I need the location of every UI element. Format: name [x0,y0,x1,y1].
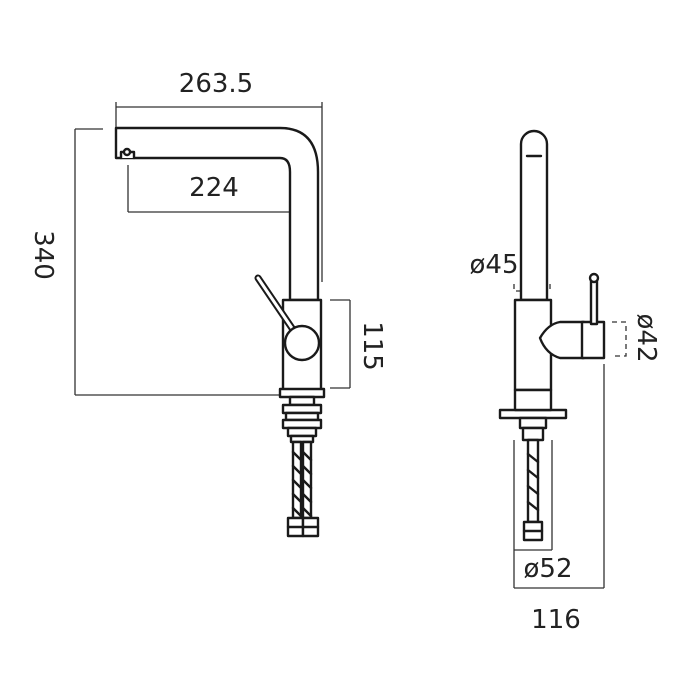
dimension-body-dia: ø42 [612,314,661,363]
side-tap-outline [498,129,606,542]
dim-label-dia-52: ø52 [524,554,573,584]
dim-label-dia-42: ø42 [631,314,661,363]
front-tap-outline [114,126,326,538]
side-lever-cap [580,320,606,360]
dim-label-224: 224 [189,173,239,203]
dimension-height: 340 [28,128,280,396]
side-spout [519,129,549,302]
supply-hoses [291,440,313,520]
spout [114,126,320,302]
dim-label-263-5: 263.5 [179,69,253,99]
dim-label-115: 115 [357,321,387,371]
lever-knob [283,324,321,362]
dimension-base-dia: ø52 [513,440,573,588]
dimension-spout-outlet: 224 [127,165,306,213]
side-view: ø45 ø42 ø52 116 [470,129,661,635]
dimension-body-height: 115 [330,299,387,389]
dim-label-340: 340 [28,230,58,280]
dimension-spout-dia: ø45 [470,250,551,292]
dimension-depth: 116 [514,364,605,635]
dim-label-116: 116 [531,605,581,635]
dim-label-dia-45: ø45 [470,250,519,280]
side-lever-stem [589,276,599,326]
dimension-spout-reach: 263.5 [115,69,323,282]
front-view: 263.5 224 340 115 [28,69,387,538]
